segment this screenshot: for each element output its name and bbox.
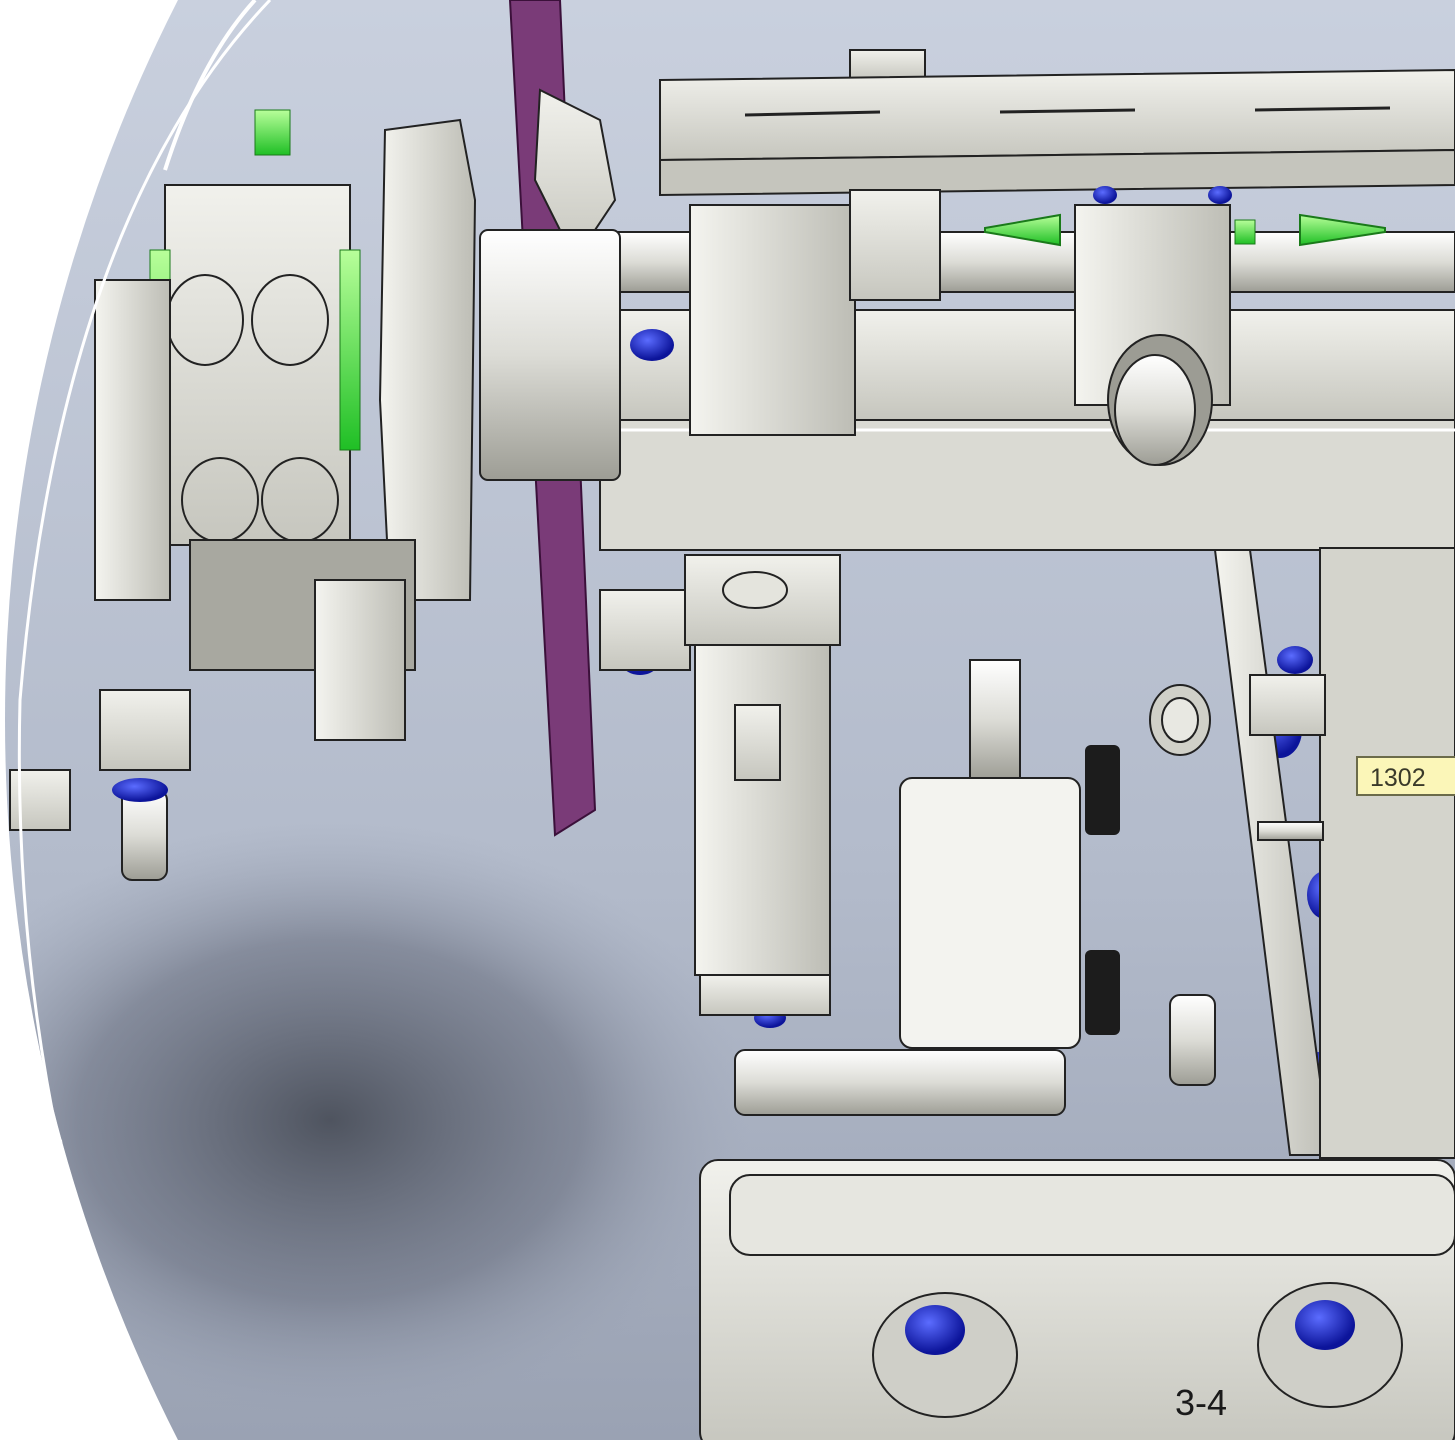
pulley-assembly <box>378 88 621 601</box>
bolt-icon <box>905 1305 965 1355</box>
center-bearing-block <box>1074 186 1232 466</box>
page-number: 3-4 <box>1175 1382 1228 1423</box>
bolt-icon <box>1295 1300 1355 1350</box>
bolt-icon <box>630 329 674 361</box>
decorative-arc <box>17 0 272 1440</box>
bolt-icon <box>1277 646 1313 674</box>
decorative-arc <box>163 0 257 171</box>
hex-bolt-icon <box>251 274 329 366</box>
decorative-arc <box>58 1139 172 1440</box>
pneumatic-cylinder <box>599 554 841 1016</box>
valve-block <box>734 659 1216 1116</box>
chain-tensioner <box>9 279 416 881</box>
pillow-block-left <box>689 189 941 436</box>
part-callout-label: 1302 <box>1356 756 1455 796</box>
right-frame <box>1213 547 1455 1159</box>
green-shaft-collars <box>984 213 1386 247</box>
top-rail <box>659 49 1455 197</box>
base-plate <box>699 1159 1455 1440</box>
floor-shadow <box>5 820 750 1420</box>
